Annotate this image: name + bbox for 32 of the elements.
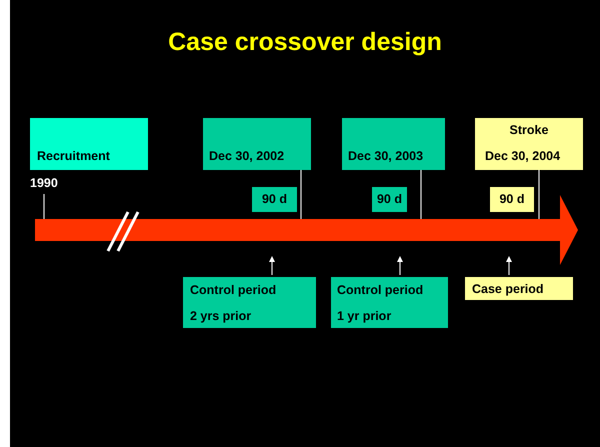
box-text: Recruitment	[37, 149, 110, 163]
box-text: 2 yrs prior	[190, 309, 252, 323]
box-text: Control period	[190, 283, 276, 297]
box-text: 90 d	[376, 192, 403, 206]
arrow	[269, 256, 275, 276]
year-label: 1990	[30, 176, 58, 190]
box-text: 90 d	[260, 192, 288, 206]
box-text: Stroke	[508, 123, 550, 137]
box-text: Case period	[472, 282, 544, 296]
event-box	[30, 118, 148, 170]
box-text: 90 d	[498, 192, 526, 206]
box-text: Dec 30, 2003	[348, 149, 424, 163]
arrow	[397, 256, 403, 276]
date-box	[203, 118, 311, 170]
duration-box	[372, 187, 407, 212]
timeline-arrow	[35, 195, 578, 265]
box-text: 1 yr prior	[337, 309, 392, 323]
period-box	[331, 277, 448, 328]
arrow	[506, 256, 512, 276]
duration-box	[252, 187, 297, 212]
leader-line	[420, 170, 422, 220]
box-text: Dec 30, 2004	[485, 149, 560, 163]
period-box	[465, 277, 573, 300]
leader-line	[300, 170, 302, 220]
date-box	[342, 118, 445, 170]
event-box	[475, 118, 583, 170]
leader-line	[538, 170, 540, 220]
period-box	[183, 277, 316, 328]
slide-title: Case crossover design	[168, 28, 442, 56]
box-text: Dec 30, 2002	[209, 149, 284, 163]
duration-box	[490, 187, 534, 212]
box-text: Control period	[337, 283, 424, 297]
